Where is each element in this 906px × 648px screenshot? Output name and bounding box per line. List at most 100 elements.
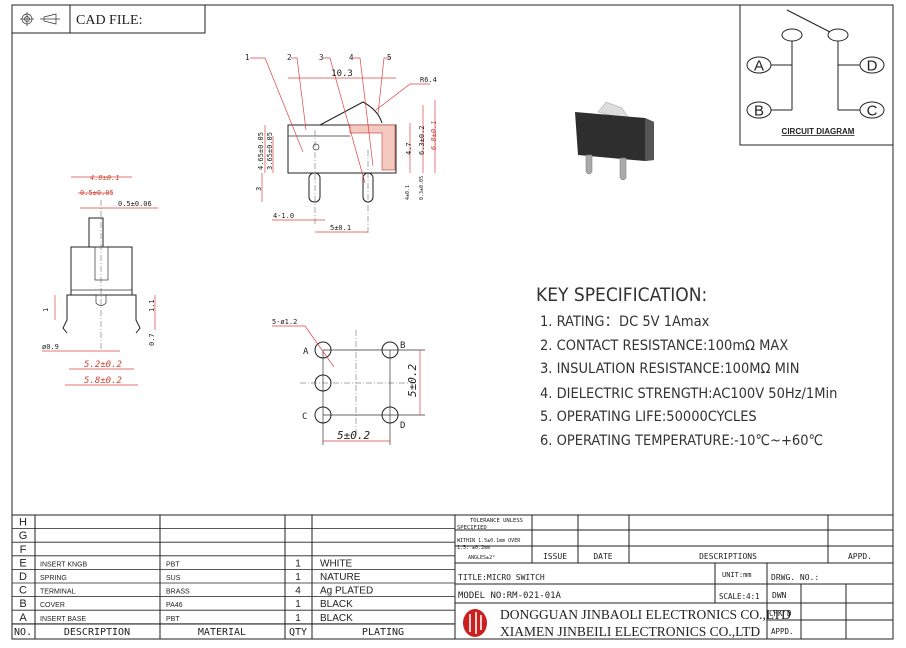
bom-cell-no: H	[19, 517, 27, 529]
bom-cell-material: PA46	[166, 602, 183, 609]
key-spec-title: KEY SPECIFICATION:	[536, 284, 707, 306]
terminal-a: A	[746, 56, 772, 75]
dim-front-h3: 0.7	[148, 333, 156, 346]
drawn-by-label: DWN	[772, 591, 787, 600]
part-number-1: 1	[245, 53, 250, 62]
circuit-diagram-title: CIRCUIT DIAGRAM	[782, 127, 855, 136]
bom-row: F	[12, 544, 455, 557]
header-description: DESCRIPTION	[64, 627, 130, 638]
bom-cell-description: TERMINAL	[40, 589, 76, 596]
scale-label: SCALE:4:1	[719, 592, 760, 601]
bom-cell-no: B	[19, 598, 26, 610]
bom-cell-qty: 1	[295, 599, 301, 610]
product-photo	[575, 101, 654, 181]
dim-height-1: 4.65±0.05	[257, 132, 265, 170]
dim-pin-diameter: ø0.9	[42, 343, 59, 351]
spec-item: 3. INSULATION RESISTANCE:100MΩ MIN	[540, 361, 800, 377]
drawing-frame	[11, 4, 894, 640]
dim-front-h1: 1	[42, 308, 50, 312]
hole-label-d: D	[400, 421, 405, 431]
projection-icon	[40, 13, 60, 25]
bom-cell-material: PBT	[166, 561, 180, 568]
dim-span-2: 5.8±0.2	[84, 376, 122, 386]
side-view-drawing: 1 2 3 4 5 10.3 R6.4 4.65±0.05 3.65±0.05 …	[245, 53, 438, 235]
svg-text:A: A	[754, 58, 764, 75]
unit-label: UNIT:mm	[722, 571, 752, 579]
bom-cell-description: INSERT BASE	[40, 616, 86, 623]
terminal-b: B	[746, 101, 772, 120]
checked-by-label: CHK'D	[769, 609, 792, 618]
part-number-5: 5	[387, 53, 392, 62]
dim-height-4: 6.3±0.2	[418, 125, 426, 155]
hole-label-b: B	[400, 341, 405, 351]
bom-cell-no: E	[19, 557, 26, 569]
dim-height-3: 4.7	[405, 142, 413, 155]
bom-cell-no: C	[19, 585, 27, 597]
tolerance-line-1: TOLERANCE UNLESS	[470, 518, 523, 524]
spec-item: 1. RATING：DC 5V 1Amax	[540, 314, 710, 330]
bom-cell-plating: NATURE	[320, 572, 361, 583]
model-number: MODEL NO:RM-021-01A	[458, 591, 562, 601]
bom-cell-description: COVER	[40, 602, 65, 609]
part-number-2: 2	[287, 53, 292, 62]
key-specification: KEY SPECIFICATION: 1. RATING：DC 5V 1Amax…	[536, 284, 837, 449]
header-material: MATERIAL	[198, 627, 246, 638]
crosshair-icon	[20, 12, 34, 26]
header-no: NO.	[14, 627, 32, 638]
dim-pitch-x: 5±0.2	[337, 429, 370, 442]
bom-cell-plating: Ag PLATED	[320, 586, 373, 597]
dim-pitch-y: 5±0.2	[406, 364, 419, 397]
spec-item: 2. CONTACT RESISTANCE:100mΩ MAX	[540, 338, 788, 354]
bom-cell-material: BRASS	[166, 589, 190, 596]
tolerance-line-4: 1.5: ±0.2mm	[457, 545, 490, 551]
company-name-xiamen: XIAMEN JINBEILI ELECTRONICS CO.,LTD	[500, 624, 760, 639]
part-number-3: 3	[319, 53, 324, 62]
bom-row: A INSERT BASE PBT 1 BLACK	[12, 612, 455, 625]
bom-cell-plating: WHITE	[320, 558, 353, 569]
dim-pitch: 5±0.1	[330, 224, 351, 232]
spec-item: 6. OPERATING TEMPERATURE:-10℃~+60℃	[540, 433, 823, 449]
dim-hole-count: 5-ø1.2	[272, 318, 297, 326]
bom-cell-qty: 1	[295, 558, 301, 569]
tolerance-line-5: ANGLES±2°	[468, 555, 495, 561]
date-label: DATE	[593, 552, 612, 561]
terminal-d: D	[859, 56, 885, 75]
dim-front-h2: 1.1	[148, 299, 156, 312]
bom-cell-description: SPRING	[40, 575, 67, 582]
bom-cell-material: PBT	[166, 616, 180, 623]
header-qty: QTY	[289, 627, 307, 638]
svg-text:D: D	[867, 58, 878, 75]
bom-cell-description: INSERT KNGB	[40, 561, 88, 568]
cad-file-header: CAD FILE:	[11, 4, 206, 34]
bom-cell-no: F	[20, 544, 27, 556]
bom-row: G	[12, 530, 455, 543]
dim-radius: R6.4	[420, 76, 437, 84]
descriptions-label: DESCRIPTIONS	[699, 552, 757, 561]
issue-label: ISSUE	[543, 552, 567, 561]
bom-row: E INSERT KNGB PBT 1 WHITE	[12, 557, 455, 570]
front-view-drawing: 4.8±0.1 0.5±0.05 0.5±0.06 ø0.9 5.2±0.2 5…	[42, 174, 158, 386]
pcb-footprint-drawing: 5-ø1.2 A B C D 5±0.2 5±0.2	[272, 318, 425, 445]
company-logo	[463, 609, 487, 637]
dim-front-width: 4.8±0.1	[90, 174, 120, 182]
bom-cell-no: A	[19, 612, 27, 624]
company-name-dongguan: DONGGUAN JINBAOLI ELECTRONICS CO.,LTD	[500, 607, 791, 622]
hole-label-c: C	[302, 412, 307, 422]
revision-appd-label: APPD.	[848, 552, 872, 561]
bom-cell-no: G	[19, 530, 28, 542]
title-block: TOLERANCE UNLESS SPECIFIED WITHIN 1.5±0.…	[455, 515, 893, 639]
terminal-c: C	[859, 101, 885, 120]
bom-cell-qty: 1	[295, 613, 301, 624]
tolerance-line-2: SPECIFIED	[457, 525, 487, 531]
bom-cell-plating: BLACK	[320, 613, 353, 624]
dim-pin-width: 4-1.0	[273, 212, 294, 220]
dim-side-b: 0.3±0.05	[419, 176, 425, 200]
dim-width: 10.3	[331, 69, 353, 79]
dim-height-5: 6.8±0.1	[430, 120, 438, 150]
